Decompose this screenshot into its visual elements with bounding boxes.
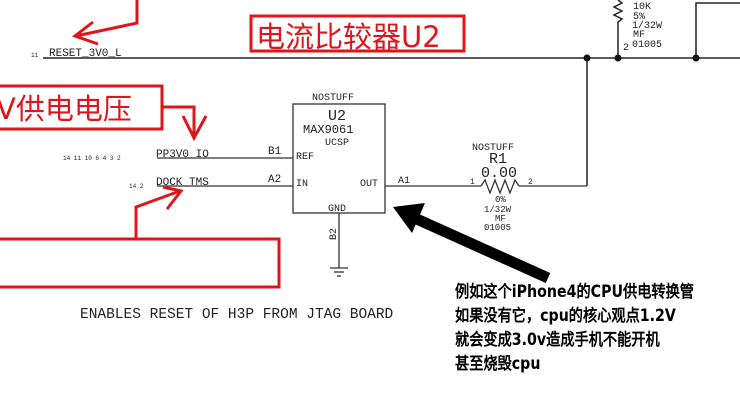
svg-text:NOSTUFF: NOSTUFF [312,93,354,104]
u2-labels: NOSTUFF U2 MAX9061 UCSP REF IN OUT GND B… [268,93,410,240]
svg-text:GND: GND [328,204,346,215]
svg-text:01005: 01005 [484,223,511,233]
svg-text:1/32W: 1/32W [632,20,662,32]
comparator-label: 电流比较器U2 [256,20,441,54]
note-line: 就会变成3.0v造成手机不能开机 [455,330,660,349]
ref-net-pages: 14 11 10 6 4 3 2 [63,155,121,162]
svg-text:1: 1 [470,178,475,187]
note-line: 如果没有它，cpu的核心观点1.2V [455,306,676,325]
svg-text:2: 2 [623,43,629,54]
supply-voltage-label: V供电电压 [0,92,132,126]
svg-text:IN: IN [296,179,308,190]
note-line: 甚至烧毁cpu [455,354,541,373]
junction-dot [692,54,700,62]
r1-resistor [385,178,587,195]
reset-net-pages: 11 [31,52,39,59]
svg-text:A1: A1 [398,176,410,187]
r-top-value: 10K [633,2,651,13]
svg-text:5%: 5% [633,12,645,23]
svg-text:2: 2 [528,178,533,187]
in-net-name: DOCK_TMS [156,177,209,189]
svg-text:B1: B1 [268,146,282,158]
reset-net-name: RESET_3V0_L [49,48,122,60]
svg-text:NOSTUFF: NOSTUFF [472,143,514,154]
svg-text:MAX9061: MAX9061 [303,123,353,137]
svg-text:R1: R1 [489,151,507,168]
footer-note: ENABLES RESET OF H3P FROM JTAG BOARD [80,307,393,323]
svg-text:MF: MF [495,214,506,224]
svg-text:OUT: OUT [360,179,378,190]
r-top-labels: 10K 5% 1/32W MF 01005 2 [623,2,662,54]
u2-wires [157,157,348,277]
svg-text:0.00: 0.00 [481,165,517,182]
in-net-pages: 14 2 [129,183,144,190]
note-line: 例如这个iPhone4的CPU供电转换管 [455,282,694,301]
svg-text:MF: MF [633,30,645,41]
r1-labels: NOSTUFF R1 0.00 1 2 0% 1/32W MF 01005 [470,143,533,233]
junction-dot [583,54,591,62]
explanation-note: 例如这个iPhone4的CPU供电转换管 如果没有它，cpu的核心观点1.2V … [455,280,694,376]
junction-dot [614,54,622,62]
red-annotations [0,0,466,289]
svg-text:0%: 0% [495,195,506,205]
svg-text:01005: 01005 [632,40,662,51]
black-arrow-icon [393,203,551,284]
svg-text:A2: A2 [268,174,281,186]
svg-text:REF: REF [296,152,314,163]
ref-net-name: PP3V0_IO [156,149,209,161]
svg-text:UCSP: UCSP [325,138,349,149]
svg-text:1/32W: 1/32W [484,205,512,215]
svg-text:B2: B2 [329,228,340,240]
svg-text:U2: U2 [328,108,346,125]
reset-net [43,0,740,186]
